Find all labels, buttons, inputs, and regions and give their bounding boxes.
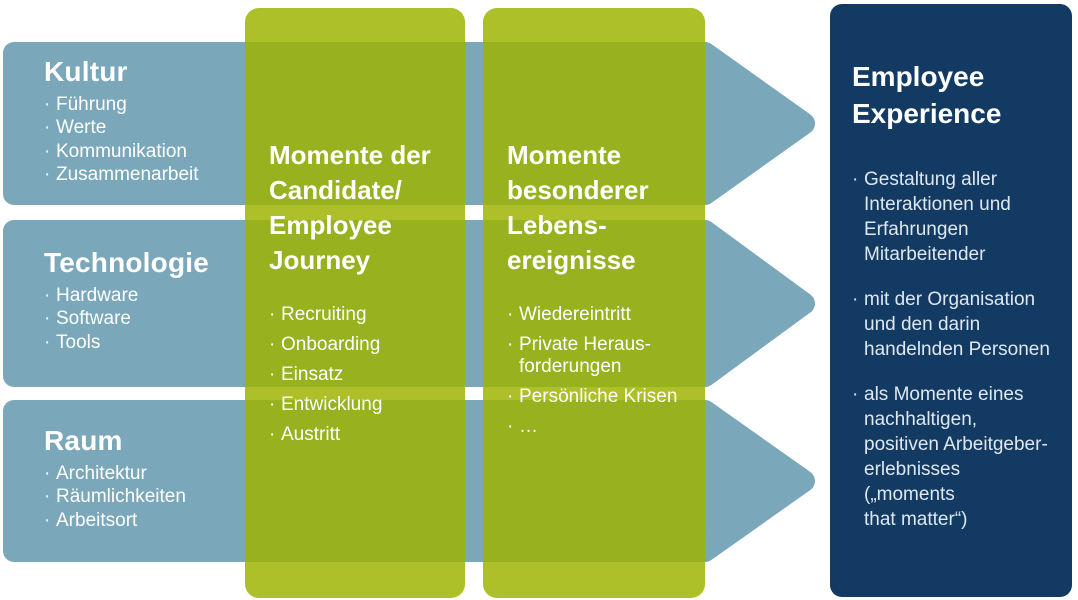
list-item: ·Werte — [44, 116, 234, 139]
employee-experience-panel: Employee Experience ·Gestaltung aller In… — [830, 4, 1072, 597]
list-item: ·Recruiting — [269, 304, 447, 326]
bullet-icon: · — [44, 509, 51, 531]
bullet-icon: · — [507, 386, 514, 407]
list-item-label: Wiedereintritt — [519, 304, 631, 325]
column-lebensereignisse: Momente besonderer Lebens- ereignisse ·W… — [483, 8, 705, 598]
bullet-icon: · — [44, 94, 51, 115]
list-item-label: Gestaltung aller Interaktionen und Erfah… — [864, 169, 1011, 265]
bullet-icon: · — [507, 416, 514, 437]
list-item-label: Software — [56, 308, 131, 330]
bullet-icon: · — [44, 117, 51, 139]
list-item-label: Austritt — [281, 424, 341, 445]
list-item-label: Persönliche Krisen — [519, 386, 678, 407]
list-item: ·Arbeitsort — [44, 509, 234, 532]
list-item: ·Wiedereintritt — [507, 304, 687, 326]
bullet-icon: · — [44, 163, 51, 185]
column-list: ·Wiedereintritt ·Private Heraus- forderu… — [507, 304, 687, 438]
factor-title: Raum — [44, 425, 123, 456]
list-item-label: Räumlichkeiten — [56, 486, 186, 508]
list-item-label: Recruiting — [281, 304, 367, 325]
bullet-icon: · — [44, 308, 51, 330]
factor-box-raum: Raum ·Architektur ·Räumlichkeiten ·Arbei… — [44, 424, 234, 532]
factor-title: Kultur — [44, 56, 128, 87]
factor-title: Technologie — [44, 247, 210, 278]
bullet-icon: · — [269, 334, 276, 355]
list-item-label: Onboarding — [281, 334, 381, 355]
list-item-label: Tools — [56, 331, 101, 353]
bullet-icon: · — [44, 486, 51, 508]
list-item: ·mit der Organisation und den darin hand… — [852, 287, 1056, 362]
list-item: ·als Momente eines nachhaltigen, positiv… — [852, 382, 1056, 532]
list-item-label: Private Heraus- forderungen — [519, 334, 651, 377]
list-item: ·Führung — [44, 93, 234, 116]
list-item-label: Einsatz — [281, 364, 344, 385]
list-item: ·Zusammenarbeit — [44, 163, 234, 186]
column-list: ·Recruiting ·Onboarding ·Einsatz ·Entwic… — [269, 304, 447, 446]
column-heading: Momente der Candidate/ Employee Journey — [269, 140, 431, 275]
bullet-icon: · — [507, 334, 514, 355]
bullet-icon: · — [269, 304, 276, 325]
list-item-label: Führung — [56, 94, 127, 115]
list-item: ·Kommunikation — [44, 140, 234, 163]
bullet-icon: · — [852, 169, 859, 190]
list-item-label: … — [519, 416, 538, 437]
list-item-label: Hardware — [56, 285, 139, 306]
list-item: ·Persönliche Krisen — [507, 386, 687, 408]
bullet-icon: · — [44, 285, 51, 306]
list-item-label: Arbeitsort — [56, 509, 138, 531]
list-item-label: Entwicklung — [281, 394, 383, 415]
column-heading: Momente besonderer Lebens- ereignisse — [507, 140, 649, 275]
list-item-label: Architektur — [56, 463, 147, 484]
list-item: ·Tools — [44, 331, 234, 354]
list-item: ·Einsatz — [269, 364, 447, 386]
bullet-icon: · — [44, 140, 51, 162]
list-item: ·Entwicklung — [269, 394, 447, 416]
factor-box-technologie: Technologie ·Hardware ·Software ·Tools — [44, 246, 234, 354]
list-item: ·Software — [44, 307, 234, 330]
factor-box-kultur: Kultur ·Führung ·Werte ·Kommunikation ·Z… — [44, 55, 234, 186]
list-item-label: Werte — [56, 117, 107, 139]
list-item: ·Onboarding — [269, 334, 447, 356]
list-item: ·Private Heraus- forderungen — [507, 334, 687, 378]
bullet-icon: · — [507, 304, 514, 325]
list-item-label: mit der Organisation und den darin hande… — [864, 289, 1050, 360]
list-item: ·Gestaltung aller Interaktionen und Erfa… — [852, 167, 1056, 267]
panel-bullet-list: ·Gestaltung aller Interaktionen und Erfa… — [852, 167, 1056, 532]
list-item-label: als Momente eines nachhaltigen, positive… — [864, 384, 1048, 530]
list-item-label: Kommunikation — [56, 140, 187, 162]
bullet-icon: · — [44, 331, 51, 353]
column-candidate-employee-journey: Momente der Candidate/ Employee Journey … — [245, 8, 465, 598]
panel-title: Employee Experience — [852, 61, 1002, 129]
bullet-icon: · — [269, 394, 276, 415]
list-item-label: Zusammenarbeit — [56, 163, 199, 185]
bullet-icon: · — [852, 384, 859, 405]
bullet-icon: · — [269, 364, 276, 385]
bullet-icon: · — [852, 289, 859, 310]
list-item: ·Hardware — [44, 284, 234, 307]
bullet-icon: · — [269, 424, 276, 445]
list-item: ·Räumlichkeiten — [44, 485, 234, 508]
bullet-icon: · — [44, 463, 51, 484]
list-item: ·Architektur — [44, 462, 234, 485]
list-item: ·… — [507, 416, 687, 438]
list-item: ·Austritt — [269, 424, 447, 446]
